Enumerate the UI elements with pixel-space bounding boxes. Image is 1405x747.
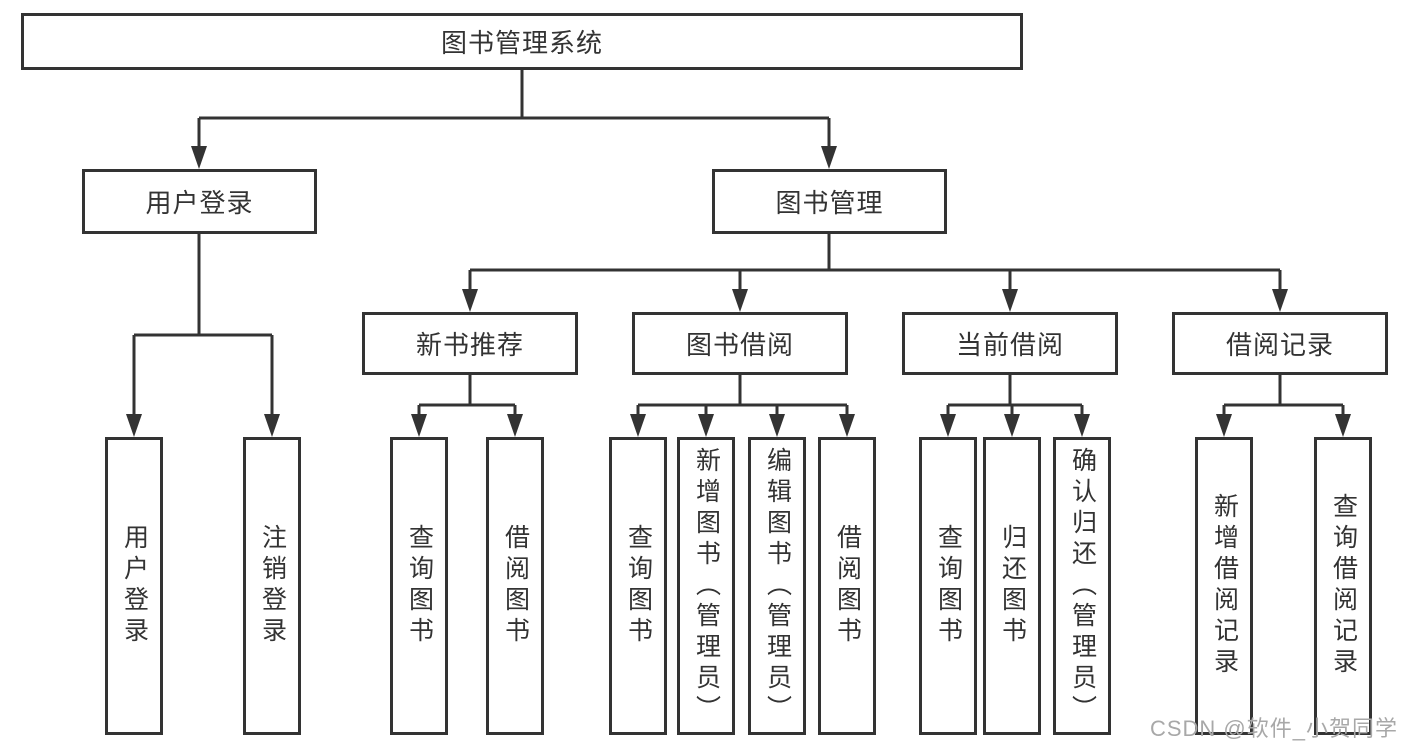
connector-book-borrow-to-leaves bbox=[636, 375, 849, 420]
arrow-down-icon bbox=[462, 289, 478, 312]
node-label: 用户登录 bbox=[145, 188, 254, 218]
arrow-down-icon bbox=[1074, 414, 1090, 437]
connector-root-to-level2 bbox=[197, 70, 831, 150]
node-label: 查询图书 bbox=[405, 524, 434, 648]
leaf-add-book-admin: 新增图书（管理员） bbox=[677, 437, 735, 735]
arrow-down-icon bbox=[507, 414, 523, 437]
connector-user-login-to-leaves bbox=[132, 234, 274, 420]
arrow-down-icon bbox=[1002, 289, 1018, 312]
node-label: 查询图书 bbox=[624, 524, 653, 648]
watermark: CSDN @软件_小贺同学 bbox=[1149, 716, 1398, 741]
leaf-query-books-2: 查询图书 bbox=[609, 437, 667, 735]
arrow-down-icon bbox=[1335, 414, 1351, 437]
arrow-down-icon bbox=[126, 414, 142, 437]
connector-new-book-to-leaves bbox=[417, 375, 517, 420]
leaf-logout: 注销登录 bbox=[243, 437, 301, 735]
leaf-borrow-books-1: 借阅图书 bbox=[486, 437, 544, 735]
leaf-return-book: 归还图书 bbox=[983, 437, 1041, 735]
node-current-borrowing: 当前借阅 bbox=[902, 312, 1118, 375]
arrowhead-icons bbox=[126, 146, 1351, 437]
arrow-down-icon bbox=[698, 414, 714, 437]
node-label: 新增借阅记录 bbox=[1210, 493, 1239, 679]
node-label: 用户登录 bbox=[120, 524, 149, 648]
node-label: 归还图书 bbox=[998, 524, 1027, 648]
leaf-add-borrow-record: 新增借阅记录 bbox=[1195, 437, 1253, 735]
node-label: 当前借阅 bbox=[955, 330, 1064, 360]
arrow-down-icon bbox=[411, 414, 427, 437]
arrow-down-icon bbox=[191, 146, 207, 169]
arrow-down-icon bbox=[839, 414, 855, 437]
node-label: 新增图书（管理员） bbox=[692, 446, 721, 726]
node-label: 新书推荐 bbox=[415, 330, 524, 360]
node-label: 图书管理系统 bbox=[440, 28, 603, 58]
node-label: 编辑图书（管理员） bbox=[763, 446, 792, 726]
node-book-borrowing: 图书借阅 bbox=[632, 312, 848, 375]
arrow-down-icon bbox=[1004, 414, 1020, 437]
node-label: 查询图书 bbox=[934, 524, 963, 648]
arrow-down-icon bbox=[1272, 289, 1288, 312]
leaf-query-books-3: 查询图书 bbox=[919, 437, 977, 735]
connector-borrow-record-to-leaves bbox=[1222, 375, 1345, 420]
arrow-down-icon bbox=[732, 289, 748, 312]
node-book-management: 图书管理 bbox=[712, 169, 947, 234]
leaf-borrow-books-2: 借阅图书 bbox=[818, 437, 876, 735]
arrow-down-icon bbox=[630, 414, 646, 437]
leaf-edit-book-admin: 编辑图书（管理员） bbox=[748, 437, 806, 735]
arrow-down-icon bbox=[264, 414, 280, 437]
node-label: 图书管理 bbox=[775, 188, 884, 218]
node-label: 借阅记录 bbox=[1225, 330, 1334, 360]
node-new-book-recommend: 新书推荐 bbox=[362, 312, 578, 375]
node-user-login: 用户登录 bbox=[82, 169, 317, 234]
arrow-down-icon bbox=[769, 414, 785, 437]
leaf-confirm-return-admin: 确认归还（管理员） bbox=[1053, 437, 1111, 735]
node-label: 图书借阅 bbox=[685, 330, 794, 360]
leaf-user-login: 用户登录 bbox=[105, 437, 163, 735]
node-label: 注销登录 bbox=[258, 524, 287, 648]
node-label: 借阅图书 bbox=[501, 524, 530, 648]
node-root: 图书管理系统 bbox=[21, 13, 1023, 70]
node-label: 查询借阅记录 bbox=[1329, 493, 1358, 679]
node-label: 借阅图书 bbox=[833, 524, 862, 648]
node-label: 确认归还（管理员） bbox=[1068, 446, 1097, 726]
arrow-down-icon bbox=[1216, 414, 1232, 437]
arrow-down-icon bbox=[821, 146, 837, 169]
connector-book-mgmt-to-level3 bbox=[468, 234, 1282, 295]
connector-current-borrow-to-leaves bbox=[946, 375, 1084, 420]
arrow-down-icon bbox=[940, 414, 956, 437]
leaf-query-borrow-record: 查询借阅记录 bbox=[1314, 437, 1372, 735]
leaf-query-books-1: 查询图书 bbox=[390, 437, 448, 735]
node-borrowing-records: 借阅记录 bbox=[1172, 312, 1388, 375]
